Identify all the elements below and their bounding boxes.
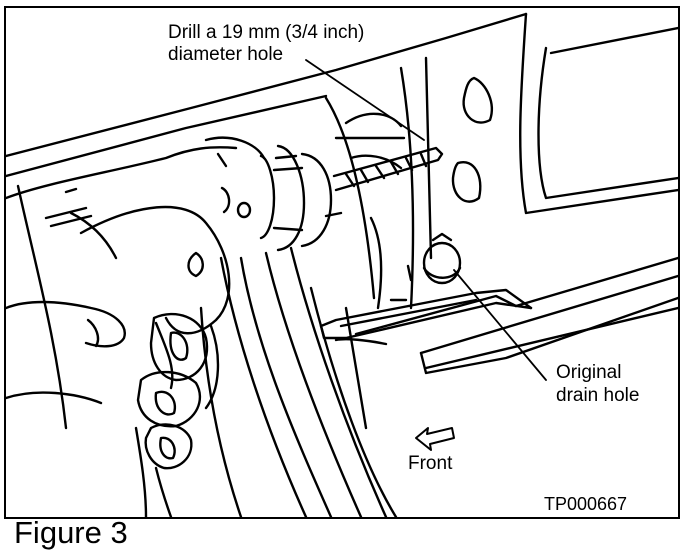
drain-callout-line2: drain hole	[556, 385, 640, 406]
line-drawing	[6, 12, 678, 517]
drill-leader-line	[305, 59, 425, 141]
leader-lines	[305, 59, 547, 381]
drill-body	[6, 136, 333, 430]
door-inner-curves	[199, 246, 398, 517]
drain-rail	[319, 256, 678, 375]
door-panel	[6, 12, 678, 310]
hand	[6, 300, 209, 517]
figure-code: TP000667	[544, 494, 628, 514]
drain-leader-line	[453, 269, 547, 381]
drain-hole	[422, 232, 462, 285]
front-direction-label: Front	[408, 453, 453, 474]
left-arrow-icon	[415, 427, 455, 451]
drill-bit	[332, 146, 444, 192]
drill-callout-line2: diameter hole	[168, 44, 284, 65]
drain-callout-line1: Original	[556, 362, 622, 383]
illustration-frame: Drill a 19 mm (3/4 inch) diameter hole O…	[4, 6, 680, 519]
drill-callout-line1: Drill a 19 mm (3/4 inch)	[168, 22, 365, 43]
figure-caption: Figure 3	[14, 515, 128, 550]
